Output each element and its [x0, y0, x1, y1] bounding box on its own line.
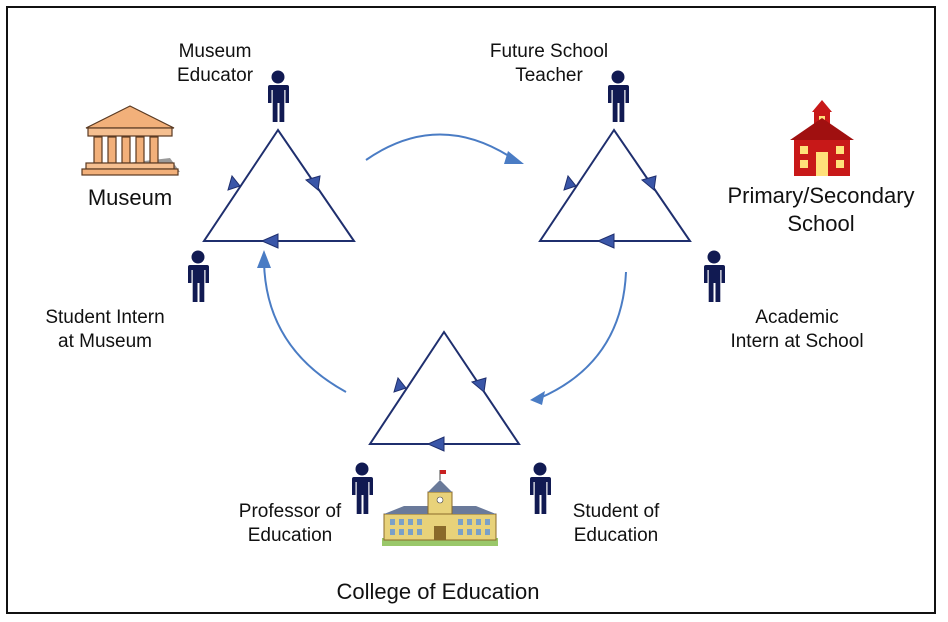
cycle-arrowheads [257, 151, 545, 405]
school-house-icon [790, 100, 854, 176]
triangle-college [368, 330, 521, 445]
academic-intern-label: Academic Intern at School [730, 307, 864, 352]
diagram-frame [6, 6, 936, 614]
person-icon [530, 462, 551, 514]
person-icon [352, 462, 373, 514]
primary-secondary-school-label: Primary/Secondary School [727, 183, 915, 236]
museum-label: Museum [87, 185, 173, 210]
museum-building-icon [81, 105, 180, 176]
triangle-school [538, 128, 692, 242]
triangle-arrowheads [227, 174, 657, 452]
triangle-museum [202, 128, 356, 242]
person-icon [268, 70, 289, 122]
student-intern-label: Student Intern at Museum [45, 307, 165, 352]
college-building-icon [382, 470, 498, 546]
professor-label: Professor of Education [238, 501, 342, 546]
student-of-education-label: Student of Education [572, 501, 660, 546]
person-icon [188, 250, 209, 302]
cycle-arrows [263, 133, 627, 399]
future-school-teacher-label: Future School Teacher [489, 41, 609, 86]
museum-educator-label: Museum Educator [176, 41, 254, 86]
college-of-education-label: College of Education [336, 579, 540, 604]
person-icon [704, 250, 725, 302]
